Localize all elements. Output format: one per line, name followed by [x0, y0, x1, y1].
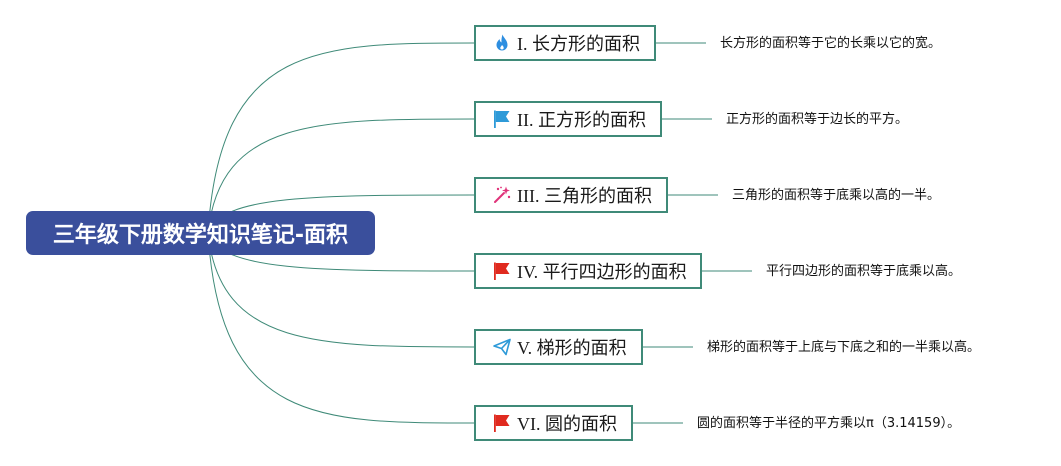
topic-parallelogram-area[interactable]: IV. 平行四边形的面积 — [474, 253, 702, 289]
topic-label: III. 三角形的面积 — [517, 186, 652, 206]
flag-icon — [492, 413, 512, 433]
topic-note: 圆的面积等于半径的平方乘以π（3.14159）。 — [697, 416, 961, 431]
topic-label: VI. 圆的面积 — [517, 414, 617, 434]
topic-note: 梯形的面积等于上底与下底之和的一半乘以高。 — [707, 340, 981, 355]
topic-label: II. 正方形的面积 — [517, 110, 646, 130]
flame-icon — [492, 33, 512, 53]
topic-note: 长方形的面积等于它的长乘以它的宽。 — [720, 36, 942, 51]
topic-label: V. 梯形的面积 — [517, 338, 627, 358]
topic-rectangle-area[interactable]: I. 长方形的面积 — [474, 25, 656, 61]
topic-note: 正方形的面积等于边长的平方。 — [726, 112, 909, 127]
send-icon — [492, 337, 512, 357]
topic-circle-area[interactable]: VI. 圆的面积 — [474, 405, 633, 441]
topic-note: 平行四边形的面积等于底乘以高。 — [766, 264, 962, 279]
flag-icon — [492, 109, 512, 129]
topic-trapezoid-area[interactable]: V. 梯形的面积 — [474, 329, 643, 365]
topic-label: I. 长方形的面积 — [517, 34, 640, 54]
topic-triangle-area[interactable]: III. 三角形的面积 — [474, 177, 668, 213]
branch-connector — [207, 118, 475, 234]
branch-connector — [207, 42, 475, 234]
flag-icon — [492, 261, 512, 281]
topic-label: IV. 平行四边形的面积 — [517, 262, 687, 282]
branch-connector — [207, 232, 475, 424]
magic-wand-icon — [492, 185, 512, 205]
topic-square-area[interactable]: II. 正方形的面积 — [474, 101, 662, 137]
branch-connector — [207, 232, 475, 348]
root-topic[interactable]: 三年级下册数学知识笔记-面积 — [26, 211, 375, 255]
topic-note: 三角形的面积等于底乘以高的一半。 — [732, 188, 941, 203]
root-topic-label: 三年级下册数学知识笔记-面积 — [52, 223, 349, 248]
